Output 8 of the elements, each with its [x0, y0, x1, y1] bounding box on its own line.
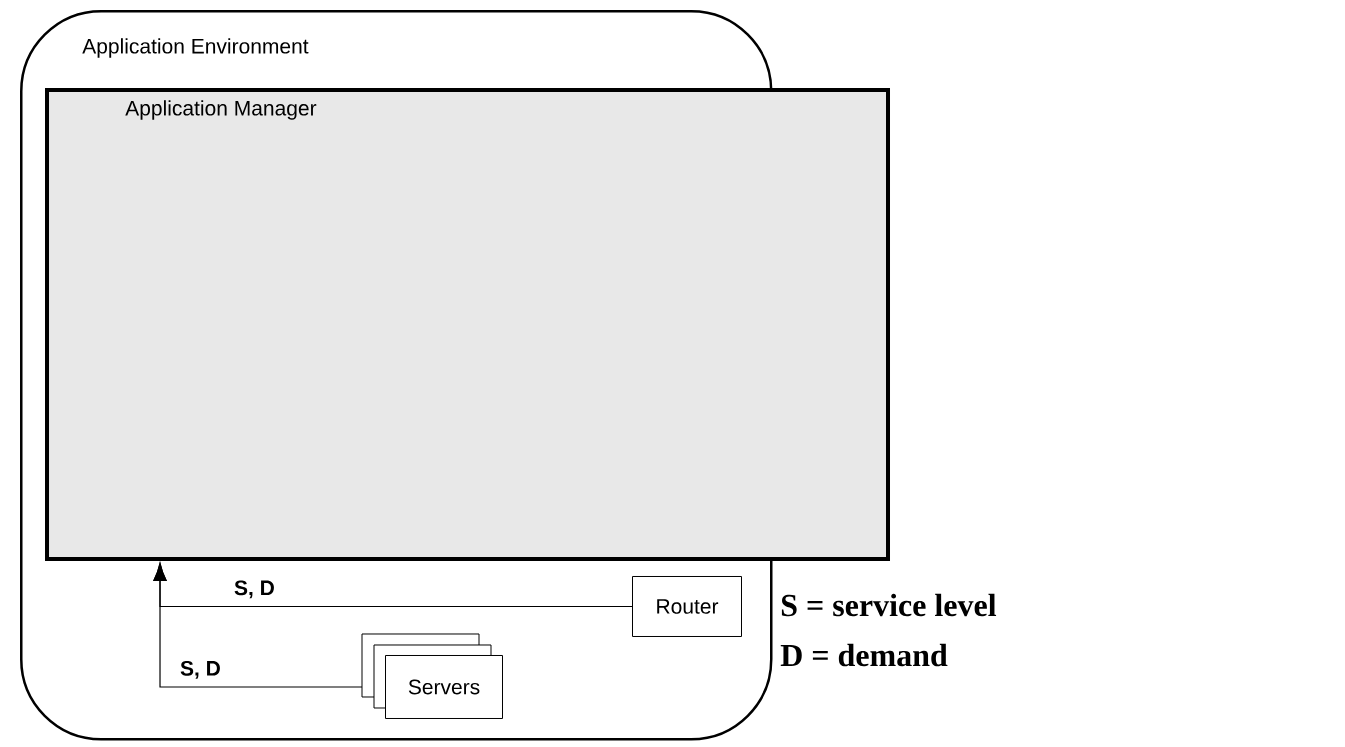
edge-label: S, D: [234, 580, 274, 599]
server-stack: Servers: [361, 633, 503, 719]
legend-text: S = service level: [781, 593, 997, 617]
manager-box: Application Manager: [45, 88, 890, 561]
edge-label: S, D: [180, 660, 220, 679]
legend-text: D = demand: [780, 643, 948, 667]
router-box: Router: [632, 576, 742, 637]
arrow: [153, 563, 363, 688]
